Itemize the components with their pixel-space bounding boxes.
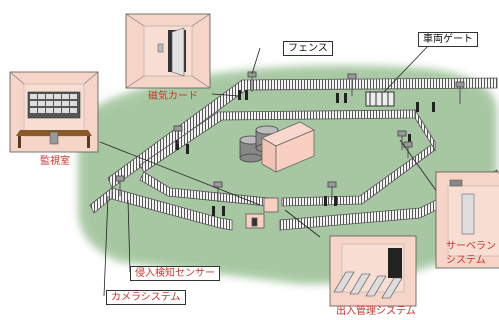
label-camera-system: カメラシステム [106,290,186,305]
gatehouse [245,197,279,229]
vehicle-gate [365,91,395,107]
inset-magnetic-card [125,13,211,89]
inset-access-control [329,235,417,307]
label-intrusion-sensor: 侵入検知センサー [130,266,220,281]
label-vehicle-gate: 車両ゲート [418,32,478,47]
inset-surveillance [435,171,499,269]
label-system: システム [446,255,486,266]
gate-posts [176,90,435,216]
inset-monitoring-room [9,71,99,153]
label-access-control: 出入管理システム [336,306,416,317]
label-fence: フェンス [283,41,333,56]
leader-lines [99,45,441,297]
label-magnetic-card: 磁気カード [148,91,198,102]
label-surveillance: サーベラン [446,241,496,252]
main-building [261,121,315,173]
label-monitoring-room: 監視室 [40,156,70,167]
